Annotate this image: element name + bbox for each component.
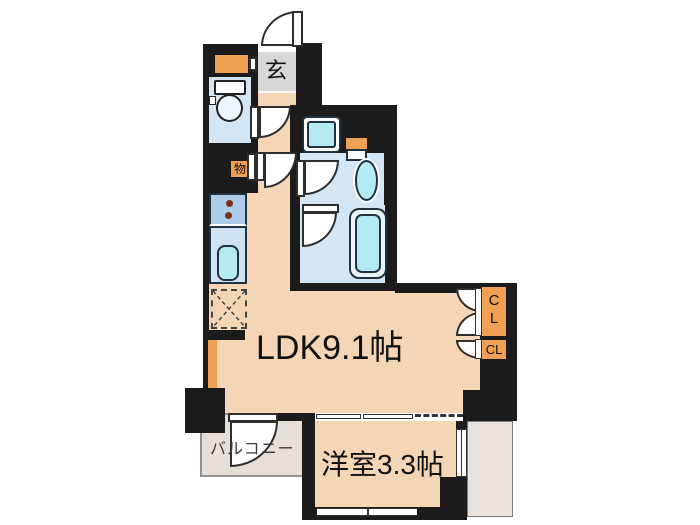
closet-small-label: CL — [485, 342, 503, 357]
wall-pillar — [185, 388, 225, 433]
bedroom-label: 洋室3.3帖 — [321, 449, 444, 480]
sliding-door-icon — [363, 414, 413, 419]
wall-corner-chunk — [463, 390, 517, 421]
storage-label: 物 — [233, 162, 246, 176]
storage-door-leaf — [247, 153, 256, 181]
window-icon — [317, 508, 417, 516]
open-passage-dashed — [415, 414, 463, 420]
wall-orange-strip — [208, 340, 217, 388]
wall-kitchen-bar — [203, 330, 245, 340]
balcony-door-leaf — [228, 413, 278, 422]
toilet-icon — [214, 80, 246, 95]
washbasin-cabinet — [346, 149, 367, 161]
toilet-door-closed-leaf — [249, 57, 257, 71]
wall-kitchen-top — [203, 185, 250, 193]
entrance-floor — [258, 52, 298, 93]
stove-icon — [209, 193, 247, 226]
storage-box: 物 — [231, 161, 249, 177]
stove-burner-icon — [225, 212, 232, 219]
wall-bedroom-right-top — [456, 421, 467, 430]
toilet-handle-icon — [209, 96, 216, 105]
closet-large-label-line2: L — [489, 310, 499, 327]
wall-left — [203, 44, 209, 388]
washbasin-counter — [346, 138, 367, 149]
ldk-label: LDK9.1帖 — [256, 329, 404, 367]
bedroom-floor — [314, 421, 457, 507]
hall-door-leaf — [256, 152, 265, 181]
toilet-bowl-icon — [216, 94, 243, 122]
wall-bedroom-left — [302, 413, 315, 520]
ldk-floor — [209, 283, 505, 413]
bathroom-door-leaf — [302, 204, 339, 213]
wall-ldk-bottom — [277, 413, 315, 421]
washbasin-icon — [355, 160, 378, 201]
shoe-cabinet — [215, 55, 248, 73]
neighbor-balcony-floor — [467, 421, 513, 517]
entrance-door-leaf — [292, 11, 303, 47]
window-icon — [456, 429, 467, 477]
bathtub-icon — [349, 208, 387, 279]
wall-bedroom-corner — [440, 477, 467, 520]
washing-machine-icon — [302, 116, 341, 153]
refrigerator-space-icon — [211, 289, 247, 329]
toilet-door-leaf — [250, 106, 259, 139]
kitchen-sink-icon — [217, 245, 239, 281]
wall-entry-column — [296, 43, 322, 110]
closet-small-door-leaf — [475, 339, 482, 359]
corridor-floor — [247, 193, 293, 290]
closet-small: CL — [482, 340, 506, 359]
washroom-door-leaf — [296, 160, 305, 197]
closet-large-label-line1: C — [488, 292, 500, 309]
closet-large: C L — [482, 287, 506, 336]
balcony-label: バルコニー — [210, 441, 295, 458]
entrance-label: 玄 — [265, 58, 288, 83]
kitchen-counter — [209, 226, 247, 284]
closet-large-door-leaf — [475, 288, 482, 336]
stove-burner-icon — [226, 200, 233, 207]
sliding-door-icon — [316, 414, 361, 419]
